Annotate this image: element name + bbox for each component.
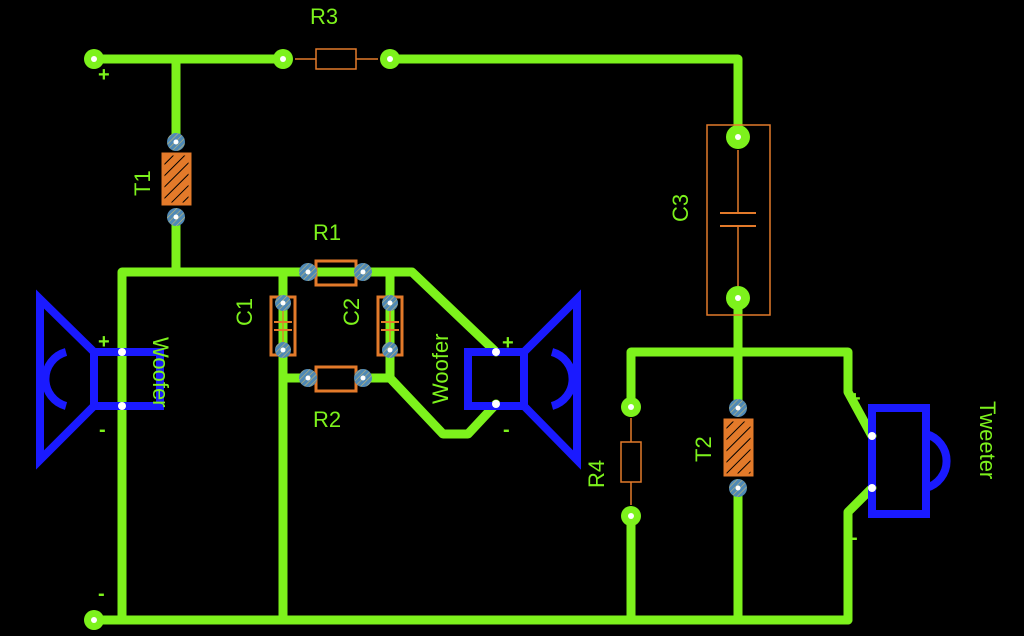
trace-r2-right [358, 373, 501, 439]
input-plus-sign: + [98, 64, 110, 86]
c2-label: C2 [339, 298, 364, 326]
resistor-r3[interactable]: R3 [295, 4, 378, 70]
woofer-right-plus-sign: + [502, 332, 514, 354]
t1-label: T1 [130, 170, 155, 196]
resistor-r4[interactable]: R4 [584, 418, 642, 505]
trace-mid-rail [117, 267, 313, 625]
terminal-woofer-right-minus[interactable] [492, 400, 500, 408]
woofer-left-dome [41, 348, 68, 410]
terminal-tweeter-minus[interactable] [868, 484, 876, 492]
r1-label: R1 [313, 220, 341, 245]
thermistor-t1[interactable]: T1 [130, 152, 192, 206]
r4-label: R4 [584, 460, 609, 488]
woofer-right-minus-sign: - [503, 419, 510, 441]
hole [91, 617, 97, 623]
hole [387, 347, 393, 353]
r2-label: R2 [313, 407, 341, 432]
c3-label: C3 [668, 194, 693, 222]
hole [735, 134, 741, 140]
woofer-right-cone [520, 289, 581, 470]
woofer-right-dome [550, 348, 577, 410]
hole [280, 56, 286, 62]
woofer-left-label: Woofer [148, 337, 173, 408]
terminal-tweeter-plus[interactable] [868, 432, 876, 440]
speaker-woofer-left[interactable] [36, 289, 164, 470]
pad-holes [91, 56, 741, 623]
polarity-signs: + - + - + - + - [98, 64, 861, 605]
tweeter-body [868, 404, 930, 518]
hole [305, 269, 311, 275]
input-minus-sign: - [98, 583, 105, 605]
speaker-terminals [118, 348, 876, 492]
capacitor-c1[interactable]: C1 [232, 295, 297, 357]
hole [280, 347, 286, 353]
hole [628, 513, 634, 519]
hole [735, 295, 741, 301]
hole [360, 375, 366, 381]
tweeter-minus-sign: - [851, 527, 858, 549]
hole [280, 300, 286, 306]
hole [360, 269, 366, 275]
terminal-woofer-right-plus[interactable] [492, 348, 500, 356]
tweeter-label: Tweeter [975, 401, 1000, 479]
tweeter-dome [924, 430, 951, 492]
r3-label: R3 [310, 4, 338, 29]
capacitor-c3[interactable]: C3 [668, 124, 771, 316]
trace-tweeter-minus [843, 483, 877, 625]
hole [387, 56, 393, 62]
trace-top-right [385, 54, 743, 142]
speaker-tweeter[interactable] [868, 404, 951, 518]
hole [628, 404, 634, 410]
t2-body [723, 418, 754, 477]
hole [305, 375, 311, 381]
hole [173, 139, 179, 145]
hole [173, 214, 179, 220]
c1-label: C1 [232, 298, 257, 326]
resistor-r1[interactable]: R1 [313, 220, 358, 287]
thermistor-t2[interactable]: T2 [691, 418, 754, 477]
woofer-left-plus-sign: + [98, 331, 110, 353]
woofer-left-cone [36, 289, 98, 470]
woofer-right-label: Woofer [428, 333, 453, 404]
t1-body [161, 152, 192, 206]
t2-label: T2 [691, 436, 716, 462]
c3-outline [706, 124, 771, 316]
woofer-left-minus-sign: - [99, 419, 106, 441]
terminal-woofer-left-minus[interactable] [118, 402, 126, 410]
tweeter-plus-sign: + [849, 388, 861, 410]
terminal-woofer-left-plus[interactable] [118, 348, 126, 356]
hole [387, 300, 393, 306]
hole [91, 56, 97, 62]
hole [735, 485, 741, 491]
hatched-pad-holes [173, 139, 741, 491]
hole [735, 405, 741, 411]
trace-r4-rail [626, 347, 877, 441]
